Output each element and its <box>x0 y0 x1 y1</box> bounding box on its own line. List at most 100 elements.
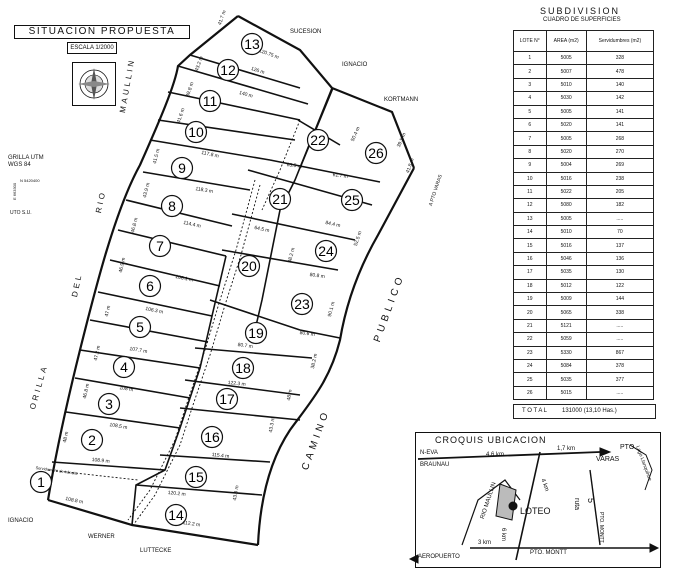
neighbor-sucesion: SUCESION <box>290 29 322 35</box>
lot-number: 10 <box>513 171 547 186</box>
lot-number: 25 <box>513 372 547 387</box>
lot-number-label: 24 <box>318 243 334 259</box>
lot-easement: 182 <box>585 198 655 213</box>
lot-circles: 1234567891011121314151617181920212223242… <box>29 32 388 527</box>
lot-area: 5020 <box>545 117 587 133</box>
datum-label: WGS 84 <box>8 162 31 168</box>
lot-area: 5009 <box>545 292 587 307</box>
lot-area: 5046 <box>545 251 587 267</box>
lot-easement: 378 <box>585 358 655 374</box>
lot-number-label: 12 <box>220 62 236 78</box>
road-boundary <box>256 167 415 546</box>
location-sketch <box>415 432 661 568</box>
lot-easement: 70 <box>585 225 655 240</box>
croquis-pto: PTO <box>620 444 635 451</box>
lot-circle <box>200 425 224 449</box>
lot-number: 15 <box>513 238 547 253</box>
lot-area: 5005 <box>545 211 587 227</box>
plan-title: SITUACION PROPUESTA <box>14 25 190 39</box>
lot-easement: ..... <box>585 211 655 227</box>
lot-easement: 269 <box>585 158 655 173</box>
croquis-aeropuerto: AEROPUERTO <box>418 554 460 560</box>
lot-area: 5020 <box>545 144 587 160</box>
lot-number-label: 6 <box>146 278 154 294</box>
lot-area: 5010 <box>545 77 587 93</box>
lot-number: 3 <box>513 77 547 93</box>
lot-circle <box>184 465 208 489</box>
lot-number: 18 <box>513 278 547 294</box>
lot-lines <box>51 54 381 526</box>
lot-number: 11 <box>513 184 547 200</box>
lot-circle <box>198 89 222 113</box>
lot-number: 14 <box>513 225 547 240</box>
lot-number-label: 19 <box>248 325 264 341</box>
table-title: SUBDIVISION <box>540 6 621 16</box>
lot-easement: 122 <box>585 278 655 294</box>
croquis-ruta: ruta <box>573 498 580 511</box>
lot-circle <box>138 274 162 298</box>
lot-area: 5005 <box>545 104 587 119</box>
lot-number: 21 <box>513 318 547 334</box>
lot-circle <box>164 503 188 527</box>
lot-number-label: 7 <box>156 238 164 254</box>
lot-easement: 130 <box>585 265 655 280</box>
lot-circle <box>97 392 121 416</box>
lot-number-label: 13 <box>244 36 260 52</box>
boundary-lines <box>46 15 416 547</box>
neighbor-luttecke: LUTTECKE <box>140 548 172 554</box>
lot-circle <box>170 156 194 180</box>
lot-easement: 328 <box>585 50 655 66</box>
lot-area: 5005 <box>545 131 587 146</box>
lot-number: 1 <box>513 50 547 66</box>
croquis-km3: 3 km <box>478 540 492 546</box>
lot-circle <box>148 234 172 258</box>
lot-easement: 478 <box>585 64 655 79</box>
lot-number-label: 17 <box>219 391 235 407</box>
lot-circle <box>184 120 208 144</box>
lot-easement: 142 <box>585 91 655 106</box>
croquis-route-five: 5 <box>586 498 596 504</box>
lot-number: 19 <box>513 292 547 307</box>
col-lote: LOTE N° <box>513 30 547 52</box>
croquis-pto-montt-route: PTO. MONTT <box>598 512 604 543</box>
lot-circle <box>215 387 239 411</box>
croquis-map <box>408 444 660 564</box>
lot-number-label: 26 <box>368 145 384 161</box>
lot-area: 5030 <box>545 91 587 106</box>
lot-circle <box>340 188 364 212</box>
lot-number: 22 <box>513 332 547 347</box>
lot-area: 5065 <box>545 305 587 320</box>
lot-area: 5084 <box>545 358 587 374</box>
lot-easement: 270 <box>585 144 655 160</box>
lot-circle <box>128 315 152 339</box>
lot-number-label: 15 <box>188 469 204 485</box>
lot-easement: ..... <box>585 318 655 334</box>
croquis-varas: VARAS <box>596 456 620 463</box>
lot-area: 5121 <box>545 318 587 334</box>
lot-number-label: 22 <box>310 132 326 148</box>
neighbor-ignacio-top: IGNACIO <box>342 62 368 68</box>
neighbor-werner: WERNER <box>88 534 115 540</box>
lot-number-label: 9 <box>178 160 186 176</box>
lot-easement: ..... <box>585 332 655 347</box>
lot-number: 4 <box>513 91 547 106</box>
lot-easement: 140 <box>585 77 655 93</box>
lot-area: 5016 <box>545 238 587 253</box>
lot-easement: 377 <box>585 372 655 387</box>
south-boundary <box>47 498 259 547</box>
lot-number: 24 <box>513 358 547 374</box>
lot-number-label: 3 <box>105 396 113 412</box>
